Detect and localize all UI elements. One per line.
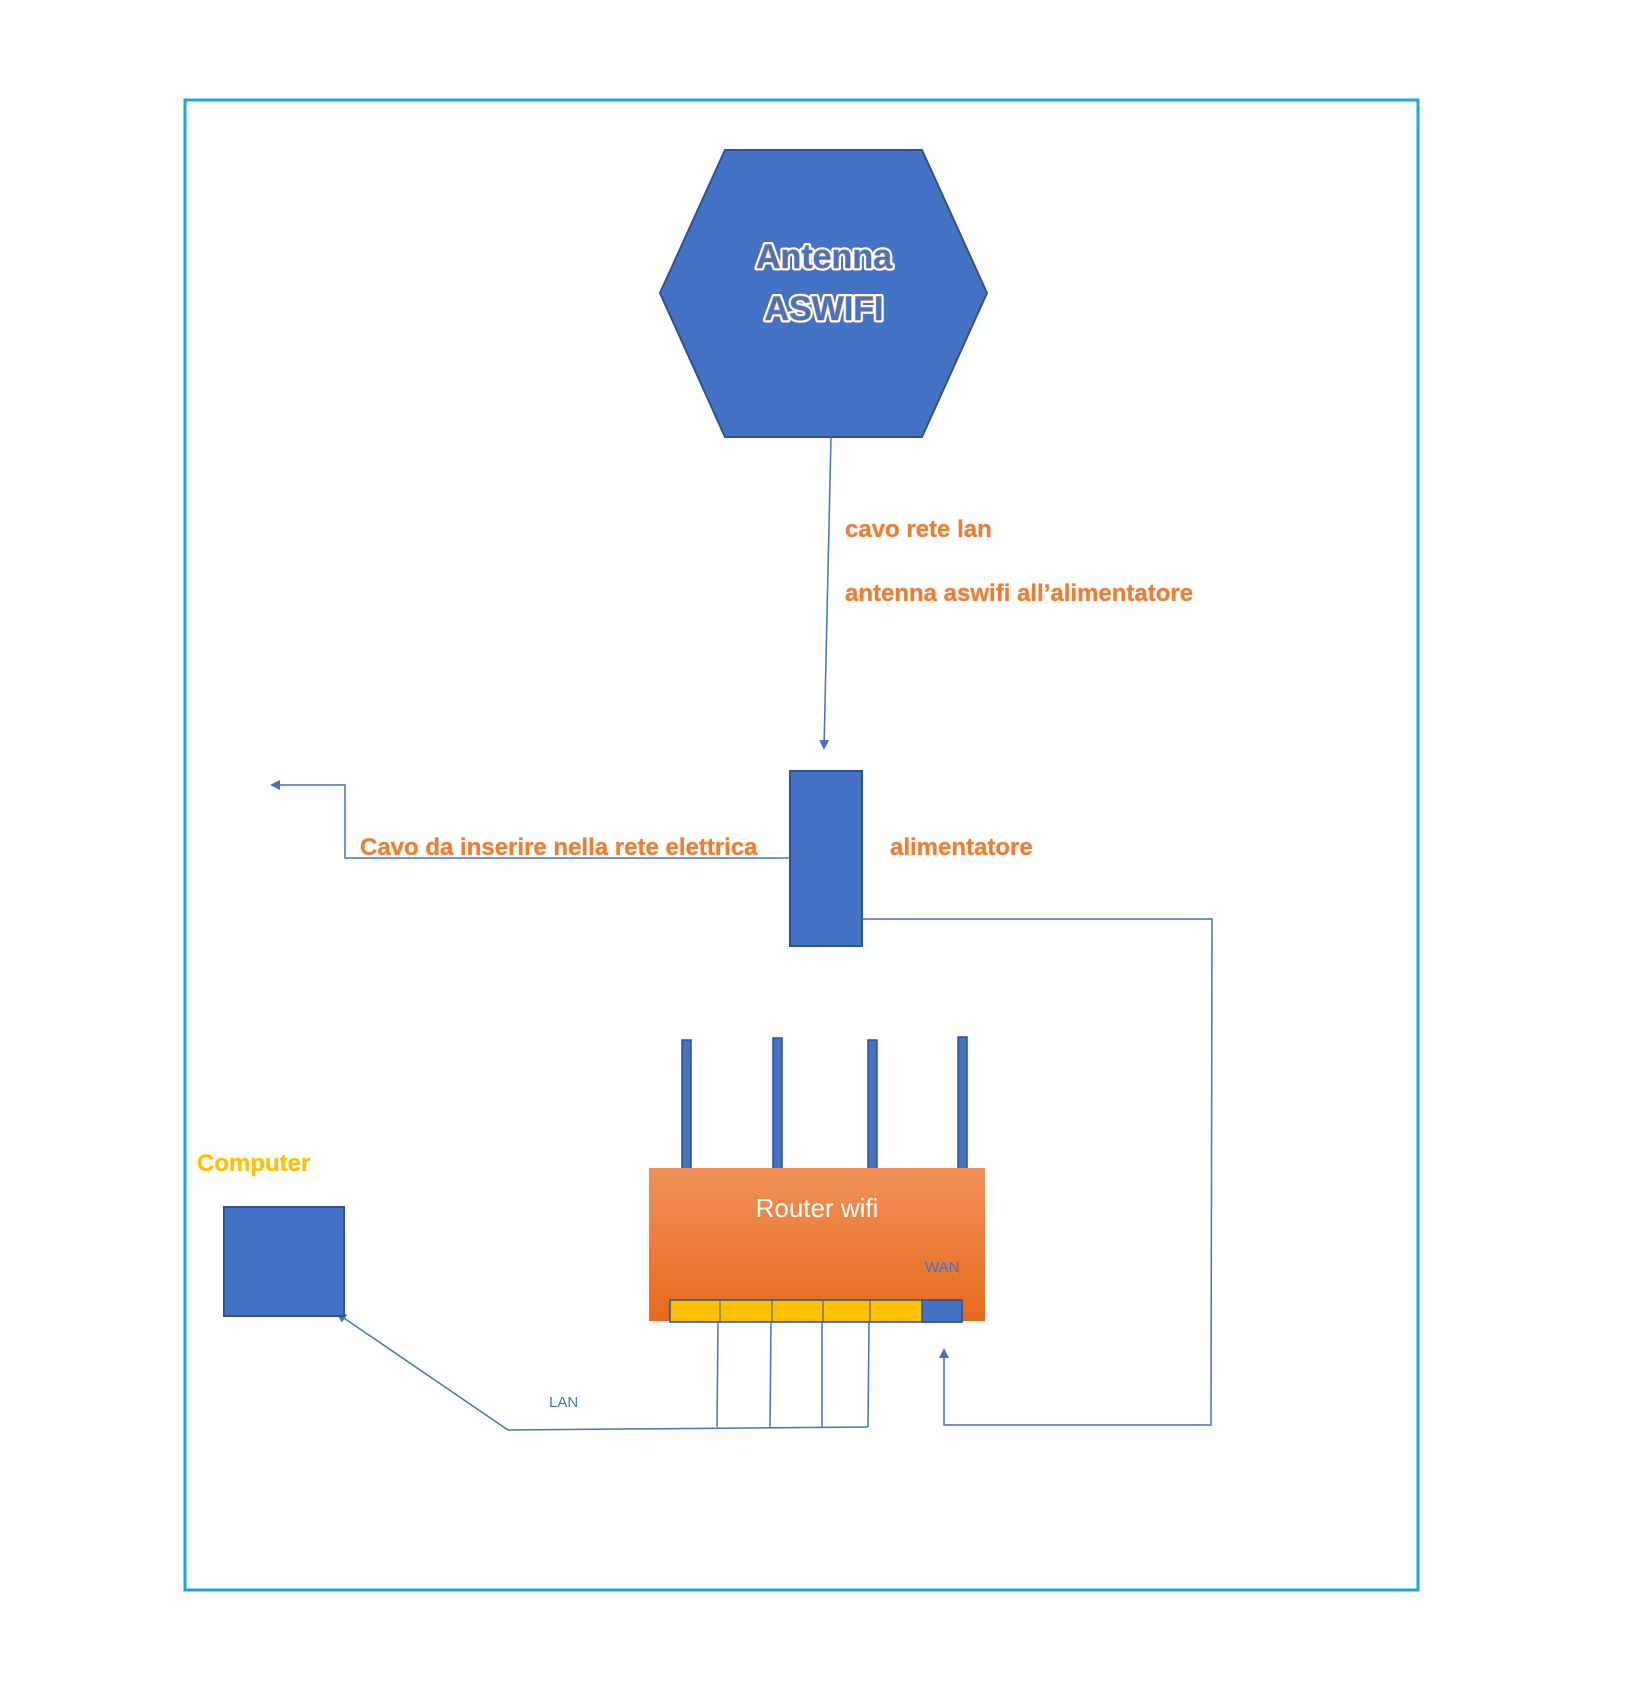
power-supply-box: [789, 770, 863, 947]
wan-port: [921, 1299, 963, 1323]
power-supply-label-fill: alimentatore: [890, 834, 1033, 861]
lan-label: LAN: [549, 1394, 578, 1411]
router-body: [649, 1168, 985, 1321]
router-label: Router wifi: [756, 1193, 879, 1223]
computer-label: Computer: [197, 1150, 310, 1177]
lan-cable-label-line2: antenna aswifi all’alimentatore: [845, 580, 1193, 607]
lan-cable-antenna-arrow: [819, 436, 832, 750]
router-antenna-4: [957, 1036, 968, 1171]
antenna-hexagon: [658, 149, 989, 438]
wan-port-label: WAN: [925, 1259, 959, 1276]
power-cable-label: Cavo da inserire nella rete elettrica: [360, 834, 758, 861]
power-supply-label: alimentatore: [890, 834, 1033, 861]
antenna-label-line2-fill: ASWIFI: [765, 290, 884, 328]
lan-cable-drop-2: [769, 1321, 772, 1428]
lan-cable-drop-1: [716, 1321, 719, 1428]
antenna-label-line1: Antenna: [756, 238, 893, 276]
router-antenna-3: [867, 1039, 878, 1171]
antenna-label-line2: ASWIFI: [765, 290, 884, 328]
router-antenna-2: [772, 1037, 783, 1171]
router-antenna-1: [681, 1039, 692, 1171]
lan-cable-to-computer-arrow: [336, 1312, 509, 1431]
lan-cable-label-line1-fill: cavo rete lan: [845, 516, 992, 543]
lan-cable-label-line1: cavo rete lan: [845, 516, 992, 543]
antenna-label-line1-fill: Antenna: [756, 238, 893, 276]
lan-ports-strip: [669, 1299, 963, 1323]
power-cable-label-fill: Cavo da inserire nella rete elettrica: [360, 834, 758, 861]
diagram-frame: [183, 98, 1420, 1592]
lan-cable-bus: [507, 1426, 869, 1431]
power-cable-arrow: [270, 780, 790, 859]
computer-label-fill: Computer: [197, 1150, 310, 1177]
wan-cable-arrow: [862, 918, 1213, 1426]
computer-box: [223, 1206, 345, 1317]
lan-cable-drop-4: [867, 1321, 870, 1428]
lan-cable-label-line2-fill: antenna aswifi all’alimentatore: [845, 580, 1193, 607]
